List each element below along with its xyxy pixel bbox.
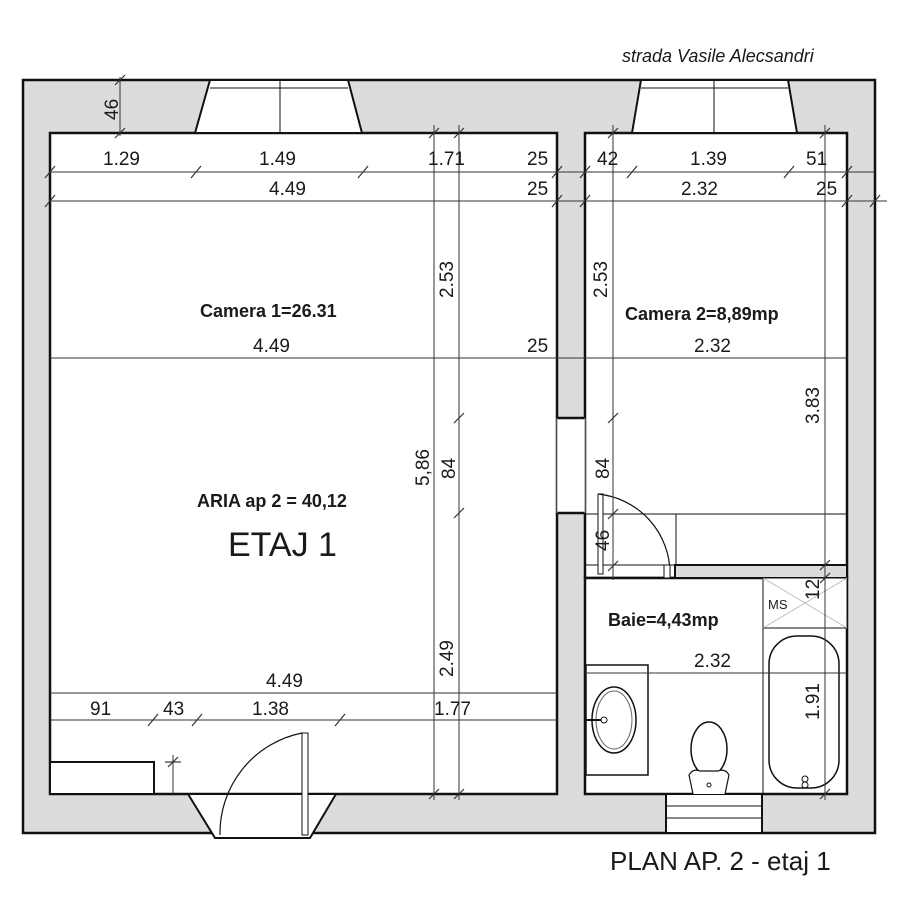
floor-label: ETAJ 1: [228, 526, 337, 564]
dim-label: 46: [593, 529, 614, 551]
street-label: strada Vasile Alecsandri: [622, 46, 814, 66]
plan-title: PLAN AP. 2 - etaj 1: [610, 846, 831, 876]
dim-label: 25: [527, 336, 549, 357]
dim-label: 1.38: [252, 699, 289, 720]
room-label-camera2: Camera 2=8,89mp: [625, 304, 779, 324]
dim-label: 84: [439, 457, 460, 479]
dim-label: 25: [527, 149, 549, 170]
partition-opening: [557, 418, 585, 513]
dim-label: 1.29: [103, 149, 140, 170]
dim-label: 2.32: [694, 336, 731, 357]
dim-label: 1.91: [803, 683, 824, 720]
dim-label: 84: [593, 457, 614, 479]
dim-label: 46: [102, 98, 123, 120]
dim-label: 25: [527, 179, 549, 200]
dim-label: 2.53: [437, 261, 458, 298]
dim-label: 1.77: [434, 699, 471, 720]
dim-label: 1.71: [428, 149, 465, 170]
dim-label: 2.49: [437, 640, 458, 677]
dim-label: 5,86: [413, 449, 434, 486]
dim-label: 42: [597, 149, 619, 170]
dim-label: 2.32: [694, 651, 731, 672]
dim-label: 91: [90, 699, 112, 720]
dim-label: 1.49: [259, 149, 296, 170]
room-camera1-floor: [48, 131, 559, 796]
total-area-label: ARIA ap 2 = 40,12: [197, 491, 347, 511]
dim-label: 2.53: [591, 261, 612, 298]
dim-label: 3.83: [803, 387, 824, 424]
cabinet: [49, 761, 155, 795]
dim-label: 4.49: [269, 179, 306, 200]
dim-label: 4.49: [253, 336, 290, 357]
room-label-camera1: Camera 1=26.31: [200, 301, 337, 321]
dim-label: 12: [803, 578, 824, 600]
dim-label: 4.49: [266, 671, 303, 692]
dim-label: 51: [806, 149, 828, 170]
dim-label: 43: [163, 699, 185, 720]
dim-label: 2.32: [681, 179, 718, 200]
room-label-baie: Baie=4,43mp: [608, 610, 719, 630]
dim-label: 25: [816, 179, 838, 200]
dim-label: 1.39: [690, 149, 727, 170]
room-label-ms: MS: [768, 597, 788, 612]
